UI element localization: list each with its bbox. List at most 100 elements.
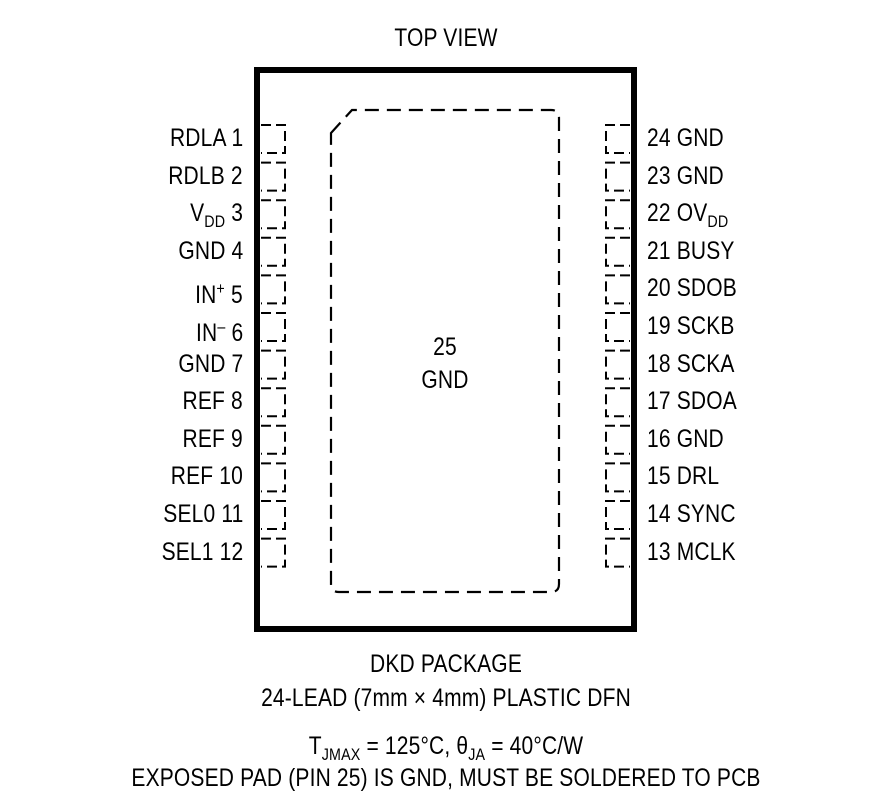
package-body <box>254 67 637 632</box>
pin-label-2: RDLB 2 <box>168 161 243 190</box>
package-name: DKD PACKAGE <box>369 650 522 678</box>
pin-number: 15 <box>647 462 677 491</box>
pin-pad-15 <box>605 462 630 493</box>
pin-name: REF <box>182 424 226 453</box>
pin-name: RDLB <box>168 161 226 190</box>
pin-label-23: 23 GND <box>647 161 724 190</box>
pin-name: GND <box>177 236 226 265</box>
pin-label-4: GND 4 <box>177 236 243 265</box>
pin-label-1: RDLA 1 <box>170 126 243 151</box>
pin-name: GND <box>177 349 226 378</box>
pin-name: RDLA <box>169 124 226 152</box>
pin-label-5: IN+ 5 <box>195 276 243 308</box>
pin-name-subscript: DD <box>204 212 226 232</box>
pin-pad-9 <box>261 424 286 455</box>
pin-pad-17 <box>605 387 630 418</box>
pin-name: GND <box>676 124 724 152</box>
pin-number: 5 <box>225 281 243 310</box>
pin-label-15: 15 DRL <box>647 464 719 489</box>
pin-label-13: 13 MCLK <box>647 537 736 566</box>
pin-label-6: IN– 6 <box>196 314 243 346</box>
pin-pad-19 <box>605 312 630 342</box>
pin-pad-16 <box>605 424 630 455</box>
pin-name: DRL <box>676 462 720 491</box>
exposed-pad-outline <box>329 108 561 594</box>
pin-label-20: 20 SDOB <box>647 276 737 301</box>
pin-label-22: 22 OVDD <box>647 201 728 234</box>
pin-name: GND <box>676 424 724 453</box>
pin-label-18: 18 SCKA <box>647 349 735 378</box>
pin-name: SYNC <box>676 500 736 528</box>
pin-label-11: SEL0 11 <box>163 502 243 527</box>
pin-pad-1 <box>261 124 286 154</box>
exposed-pad-number: 25 <box>433 333 457 361</box>
pin-pad-13 <box>605 537 630 568</box>
pin-number: 8 <box>225 387 243 416</box>
thermal-spec: TJMAX = 125°C, θJA = 40°C/W <box>194 734 698 767</box>
pin-number: 10 <box>213 462 243 491</box>
pin-pad-11 <box>261 500 286 530</box>
pin-name: V <box>190 199 205 228</box>
pin-pad-7 <box>261 349 286 380</box>
pin-pad-24 <box>605 124 630 154</box>
pin-pad-22 <box>605 199 630 230</box>
pin-name: GND <box>676 161 724 190</box>
pin-label-7: GND 7 <box>177 349 243 378</box>
pin-number: 19 <box>647 312 677 340</box>
pin-label-3: VDD 3 <box>190 201 243 234</box>
pin-label-19: 19 SCKB <box>647 314 735 339</box>
pin-name: SEL0 <box>162 500 215 528</box>
pin-number: 9 <box>225 424 243 453</box>
view-title: TOP VIEW <box>394 24 498 52</box>
pin-name: REF <box>170 462 214 491</box>
pin-label-12: SEL1 12 <box>161 537 243 566</box>
pin-name: SEL1 <box>161 537 214 566</box>
pin-pad-12 <box>261 537 286 568</box>
tjmax-subscript: JMAX <box>321 745 361 764</box>
pin-label-21: 21 BUSY <box>647 236 735 265</box>
pin-name: MCLK <box>676 537 736 566</box>
pin-name: SCKA <box>676 349 735 378</box>
pin-name-superscript: – <box>217 317 226 336</box>
pin-pad-20 <box>605 274 630 305</box>
pin-label-17: 17 SDOA <box>647 389 737 414</box>
pin-number: 11 <box>214 500 243 528</box>
left-pin-pads <box>261 124 286 568</box>
pin-label-16: 16 GND <box>647 424 724 453</box>
pin-name: BUSY <box>676 236 735 265</box>
pin-pad-3 <box>261 199 286 230</box>
package-description: 24-LEAD (7mm × 4mm) PLASTIC DFN <box>261 684 631 712</box>
theta-value: = 40°C/W <box>485 732 584 760</box>
pin-name: SDOB <box>676 274 737 303</box>
pin-pad-18 <box>605 349 630 380</box>
theta-symbol: θ <box>456 732 469 760</box>
pin-number: 23 <box>647 161 677 190</box>
pin-pad-23 <box>605 161 630 192</box>
pin-pad-4 <box>261 236 286 267</box>
pin-number: 17 <box>647 387 677 416</box>
pin-name: IN <box>195 281 217 310</box>
pin-label-9: REF 9 <box>182 424 243 453</box>
pin-number: 20 <box>647 274 677 303</box>
pin-number: 1 <box>225 124 243 152</box>
pin-number: 24 <box>647 124 677 152</box>
pin-number: 2 <box>225 161 243 190</box>
pin-label-8: REF 8 <box>183 389 243 414</box>
pin-name: REF <box>182 387 226 416</box>
pin-name: IN <box>195 319 218 347</box>
pin-pad-8 <box>261 387 286 418</box>
pin-number: 4 <box>225 236 243 265</box>
tjmax-symbol: T <box>308 732 322 760</box>
pin-pad-6 <box>261 312 286 342</box>
pin-number: 21 <box>647 236 677 265</box>
pin-number: 18 <box>647 349 677 378</box>
pin-name: SDOA <box>676 387 737 416</box>
pin-name: SCKB <box>676 312 735 340</box>
tjmax-value: = 125°C, <box>360 732 457 760</box>
pin-label-14: 14 SYNC <box>647 502 736 527</box>
pin-number: 16 <box>647 424 677 453</box>
pin-pad-5 <box>261 274 286 305</box>
pin-name: OV <box>676 199 708 228</box>
right-pin-pads <box>605 124 630 568</box>
